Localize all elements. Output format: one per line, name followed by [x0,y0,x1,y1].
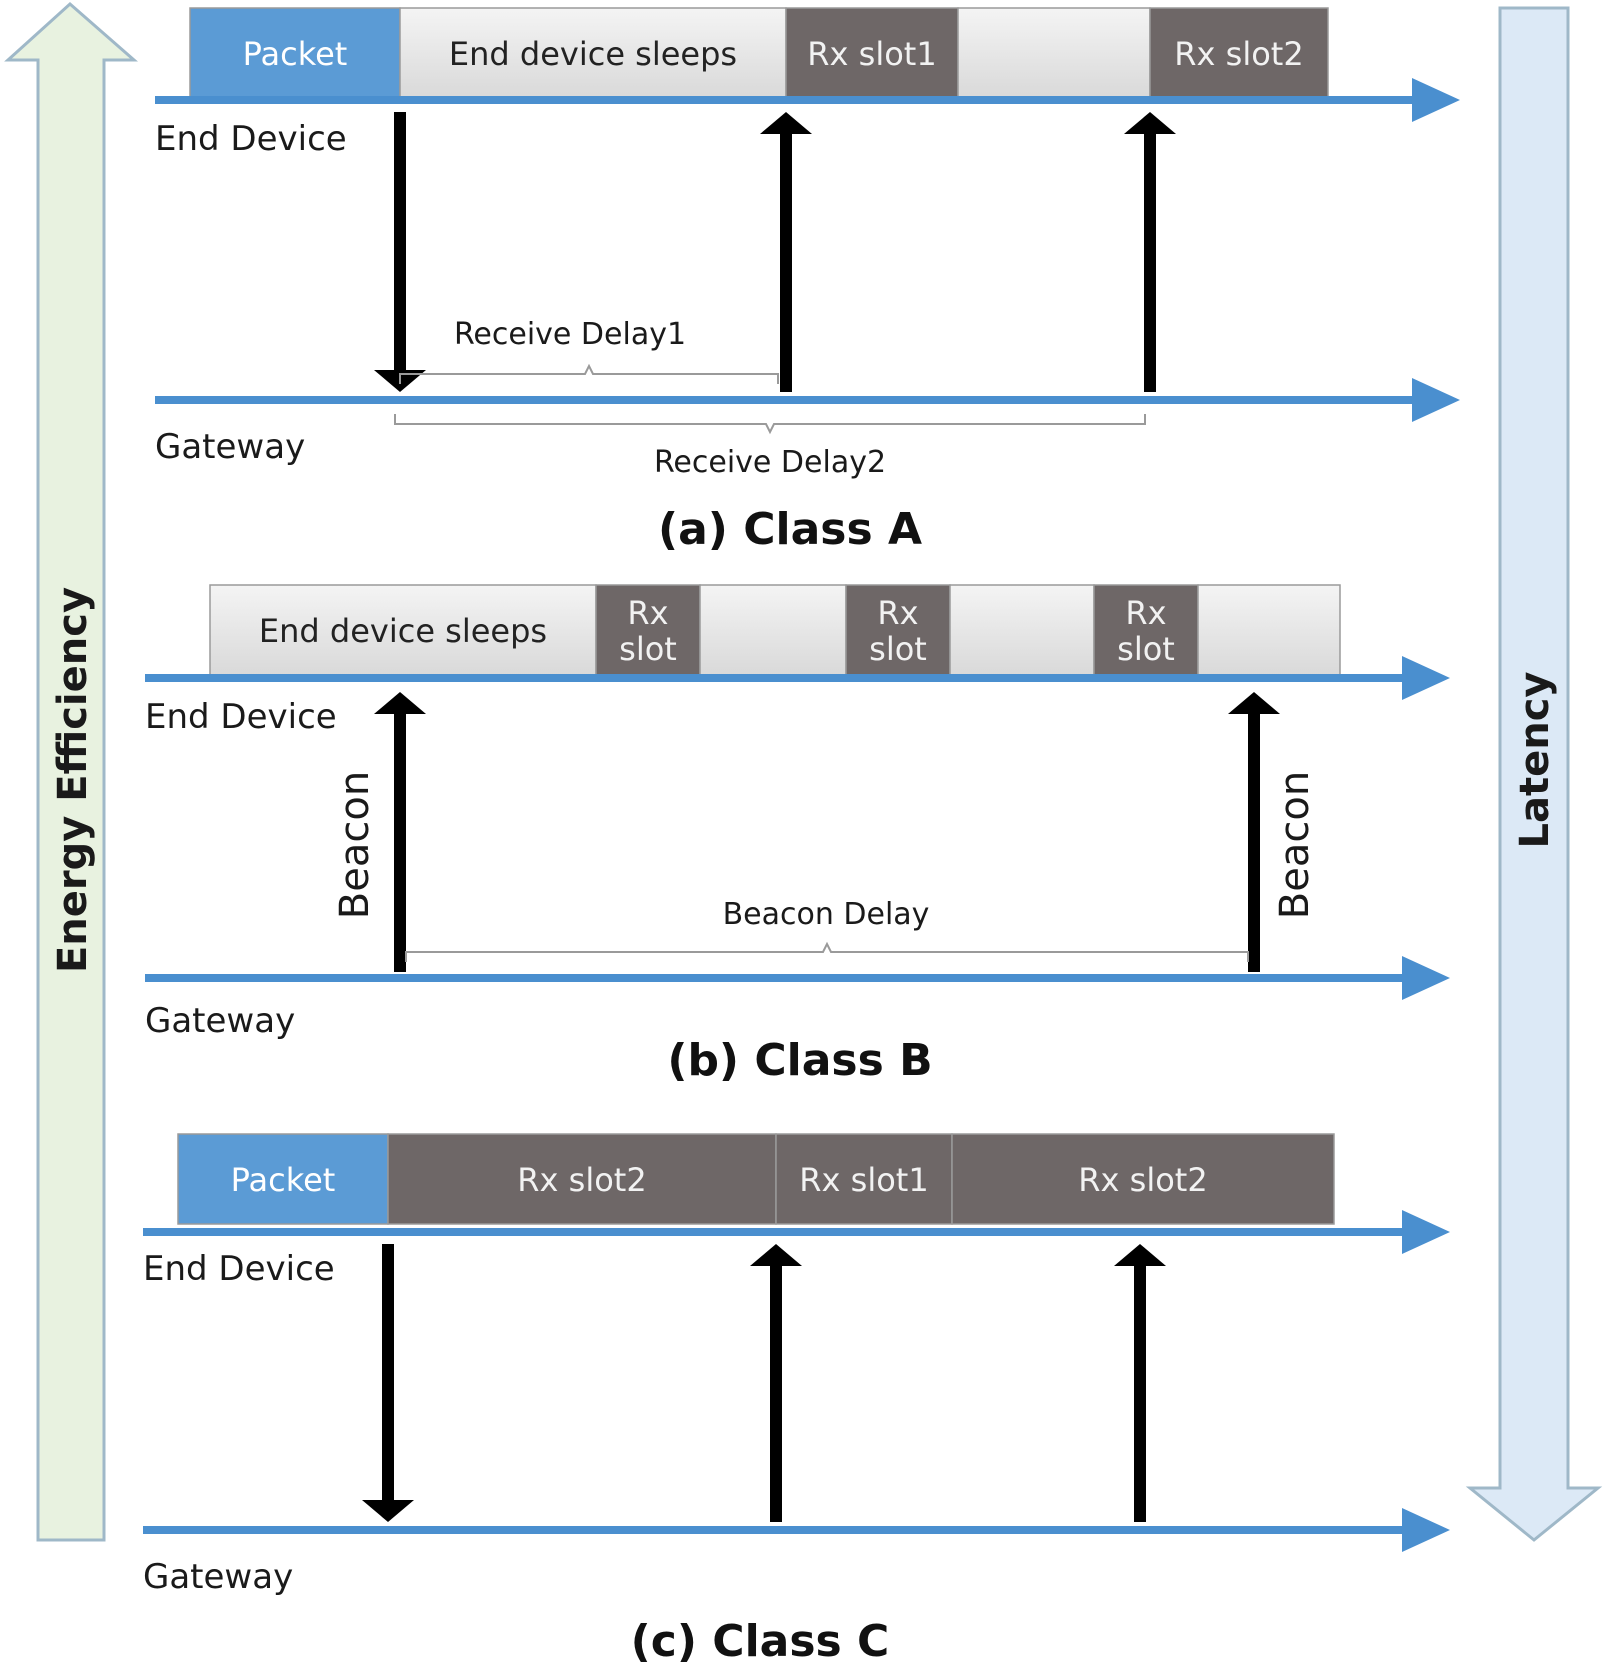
class-a-rx2-downlink-arrow-head [1124,112,1176,134]
class-b-beacon-delay-brace [405,941,1249,962]
class-a-title: (a) Class A [658,504,922,555]
energy-efficiency-label: Energy Efficiency [50,587,96,973]
class-b-seg-1-sleep [209,584,597,676]
class-c-uplink-arrow-head [362,1500,414,1522]
class-b-seg-4-label-line1: Rx [877,594,918,632]
class-b-end-device-timeline-arrowhead [1402,656,1450,700]
class-a-seg-3-label: Rx slot1 [807,35,936,73]
class-a-seg-2-label: End device sleeps [449,35,737,73]
class-b-beacon-label-1: Beacon [332,771,378,919]
class-c-seg-2-rx [387,1133,777,1225]
class-c-seg-1-label: Packet [231,1161,336,1199]
class-c-gateway-timeline-arrowhead [1402,1508,1450,1552]
class-b-beacon-arrow-1-head [374,692,426,714]
class-b-title: (b) Class B [667,1035,932,1086]
class-c-downlink-arrow-1-head [750,1244,802,1266]
class-a-receive-delay2-brace [394,414,1146,435]
latency-label: Latency [1512,672,1558,849]
class-c-seg-3-rx [775,1133,953,1225]
class-b-seg-6-label-line2: slot [1117,630,1175,668]
class-a-gateway-label: Gateway [155,427,305,467]
class-b-seg-2-label-line1: Rx [627,594,668,632]
class-c-seg-2-label: Rx slot2 [517,1161,646,1199]
class-b-seg-4-label-line2: slot [869,630,927,668]
class-a-receive-delay2-label: Receive Delay2 [654,445,886,480]
class-b-seg-7-sleep [1197,584,1341,676]
class-c-end-device-timeline-arrowhead [1402,1210,1450,1254]
class-c-gateway-label: Gateway [143,1557,293,1597]
class-b-gateway-label: Gateway [145,1001,295,1041]
class-b-beacon-arrow-2-head [1228,692,1280,714]
class-a-receive-delay1-label: Receive Delay1 [454,317,686,352]
class-c-seg-3-label: Rx slot1 [799,1161,928,1199]
class-b-gateway-timeline-arrowhead [1402,956,1450,1000]
class-c-downlink-arrow-2-head [1114,1244,1166,1266]
class-c-seg-4-label: Rx slot2 [1078,1161,1207,1199]
class-b-end-device-label: End Device [145,697,337,737]
class-a-seg-1-packet [189,7,401,99]
class-a-receive-delay1-brace [399,363,779,384]
class-c-seg-4-rx [951,1133,1335,1225]
class-b-beacon-delay-label: Beacon Delay [723,897,930,932]
class-b-seg-3-sleep [699,584,847,676]
class-a-end-device-label: End Device [155,119,347,159]
class-a-seg-1-label: Packet [243,35,348,73]
class-b-seg-1-label: End device sleeps [259,612,547,650]
class-c-title: (c) Class C [631,1616,890,1667]
class-c-seg-1-packet [177,1133,389,1225]
class-a-gateway-timeline-arrowhead [1412,378,1460,422]
class-a-seg-4-sleep [957,7,1151,99]
class-c-end-device-label: End Device [143,1249,335,1289]
class-b-seg-6-label-line1: Rx [1125,594,1166,632]
class-a-seg-5-rx [1149,7,1329,99]
energy-efficiency-arrow [4,1,138,1542]
class-a-seg-5-label: Rx slot2 [1174,35,1303,73]
class-b-beacon-label-2: Beacon [1272,771,1318,919]
class-a-rx1-downlink-arrow-head [760,112,812,134]
class-b-seg-2-label-line2: slot [619,630,677,668]
class-a-end-device-timeline-arrowhead [1412,78,1460,122]
class-b-seg-5-sleep [949,584,1095,676]
latency-arrow [1465,6,1603,1542]
